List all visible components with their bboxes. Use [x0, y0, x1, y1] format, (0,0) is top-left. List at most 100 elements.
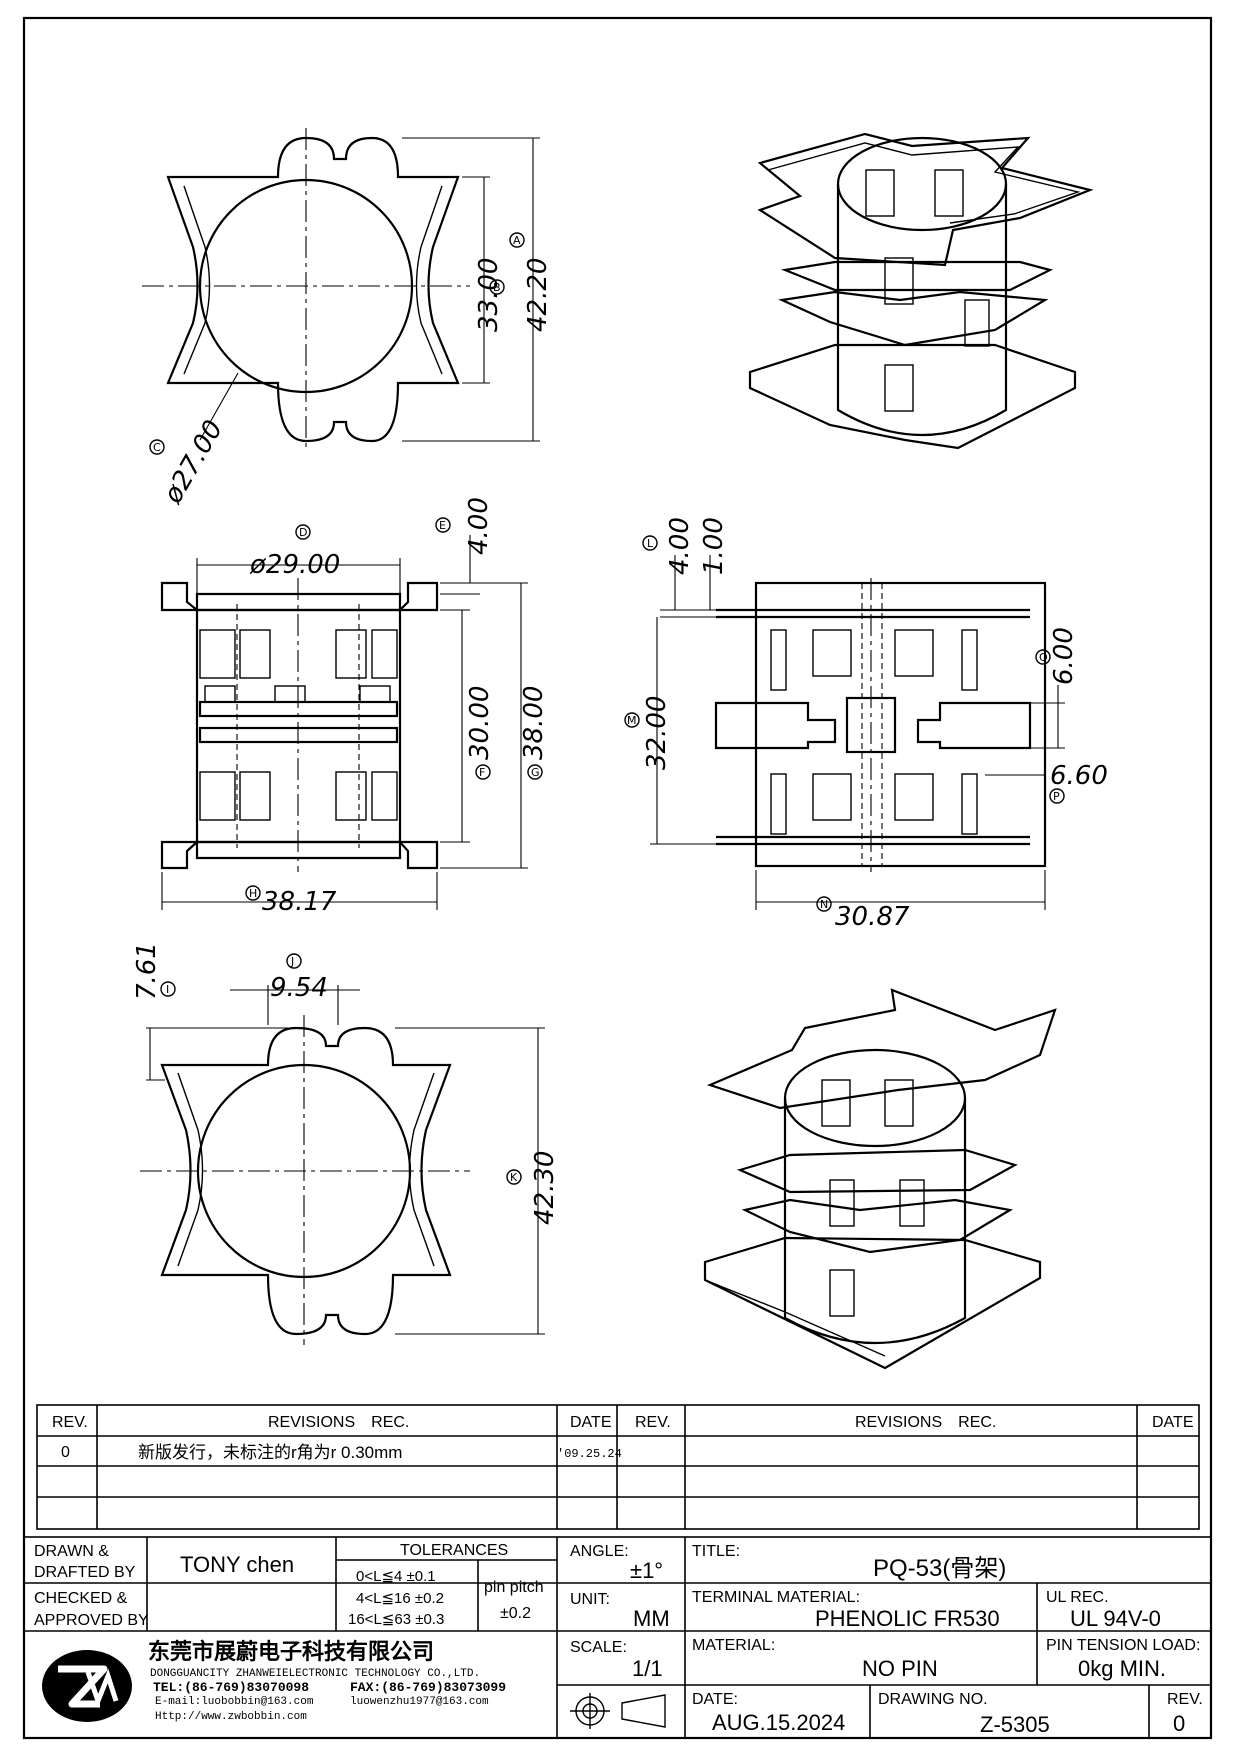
rev-value: 0: [1173, 1711, 1185, 1736]
bubble-c: C: [149, 439, 165, 455]
dim-b-text: 33.00: [474, 258, 504, 332]
drawn-label-1: DRAWN &: [34, 1543, 109, 1560]
isometric-view-bottom: [703, 988, 1057, 1370]
tension-label: PIN TENSION LOAD:: [1046, 1637, 1200, 1654]
company-tel: TEL:(86-769)83070098: [153, 1680, 309, 1695]
angle-label: ANGLE:: [570, 1543, 629, 1560]
tol-row-2: 16<L≦63 ±0.3: [348, 1611, 444, 1628]
svg-text:M: M: [627, 714, 637, 727]
unit-label: UNIT:: [570, 1591, 610, 1608]
date-header-left: DATE: [570, 1414, 611, 1431]
checked-label-2: APPROVED BY: [34, 1612, 149, 1629]
bubble-i: I: [160, 981, 176, 997]
tension-value: 0kg MIN.: [1078, 1656, 1166, 1681]
dim-l1-text: 4.00: [665, 517, 695, 575]
rev-label: REV.: [1167, 1691, 1203, 1708]
bubble-m: M: [624, 712, 640, 728]
svg-text:N: N: [820, 898, 828, 911]
drawing-no-label: DRAWING NO.: [878, 1691, 988, 1708]
isometric-view-top: [748, 132, 1094, 450]
bubble-b: B: [489, 279, 505, 295]
angle-value: ±1°: [630, 1558, 663, 1583]
svg-text:K: K: [510, 1171, 518, 1184]
svg-text:P: P: [1053, 790, 1060, 803]
dim-j-text: 9.54: [270, 973, 328, 1003]
terminal-value: PHENOLIC FR530: [815, 1606, 1000, 1631]
company-name-en: DONGGUANCITY ZHANWEIELECTRONIC TECHNOLOG…: [150, 1668, 480, 1680]
rev-header-right: REV.: [635, 1414, 671, 1431]
rev-header-left: REV.: [52, 1414, 88, 1431]
svg-text:J: J: [290, 955, 294, 968]
dim-e-text: 4.00: [464, 497, 494, 555]
title-value: PQ-53(骨架): [873, 1555, 1006, 1582]
rec-header-right: REVISIONS REC.: [855, 1414, 996, 1431]
company-fax: FAX:(86-769)83073099: [350, 1680, 506, 1695]
scale-label: SCALE:: [570, 1639, 627, 1656]
bubble-h: H: [245, 885, 261, 901]
bubble-o: O: [1035, 649, 1051, 665]
material-value: NO PIN: [862, 1656, 938, 1681]
projection-symbol: [570, 1693, 666, 1729]
dim-a-text: 42.20: [523, 258, 553, 332]
svg-text:D: D: [299, 526, 307, 539]
svg-text:H: H: [249, 887, 257, 900]
svg-text:C: C: [153, 441, 161, 454]
dim-k-text: 42.30: [530, 1151, 560, 1225]
svg-text:L: L: [647, 537, 654, 550]
rec-header-left: REVISIONS REC.: [268, 1414, 409, 1431]
scale-value: 1/1: [632, 1656, 663, 1681]
date-label: DATE:: [692, 1691, 738, 1708]
top-view: 33.00 42.20 ø27.00: [142, 128, 553, 509]
material-label: MATERIAL:: [692, 1637, 775, 1654]
drawn-label-2: DRAFTED BY: [34, 1564, 136, 1581]
svg-text:I: I: [166, 983, 169, 996]
dim-d-text: ø29.00: [249, 550, 340, 580]
tol-row-0: 0<L≦4 ±0.1: [356, 1568, 436, 1585]
date-value: AUG.15.2024: [712, 1710, 845, 1735]
bubble-e: E: [435, 517, 451, 533]
side-view: 4.00 1.00 32.00 6.00 6.60 30.87: [642, 517, 1108, 932]
dim-g-text: 38.00: [519, 686, 549, 760]
title-block: DRAWN & DRAFTED BY TONY chen CHECKED & A…: [23, 1536, 1212, 1739]
svg-text:O: O: [1039, 651, 1048, 664]
company-name-cn: 东莞市展蔚电子科技有限公司: [148, 1639, 434, 1665]
bubbles: A B C D E F G H I J K L M N O P: [149, 232, 1065, 1185]
dim-c-text: ø27.00: [158, 415, 230, 509]
dim-p-text: 6.60: [1050, 761, 1108, 791]
dim-o-text: 6.00: [1049, 627, 1079, 685]
dim-i-text: 7.61: [132, 942, 162, 1000]
bubble-l: L: [642, 535, 658, 551]
drawn-value: TONY chen: [180, 1552, 294, 1577]
bubble-f: F: [475, 764, 491, 780]
bubble-n: N: [816, 896, 832, 912]
dim-f-text: 30.00: [465, 686, 495, 760]
bubble-k: K: [506, 1169, 522, 1185]
tol-row-1: 4<L≦16 ±0.2: [356, 1590, 444, 1607]
bubble-d: D: [295, 524, 311, 540]
date-header-right: DATE: [1152, 1414, 1193, 1431]
ul-label: UL REC.: [1046, 1589, 1109, 1606]
drawing-no-value: Z-5305: [980, 1712, 1050, 1737]
checked-label-1: CHECKED &: [34, 1590, 128, 1607]
company-email: E-mail:luobobbin@163.com: [155, 1696, 314, 1708]
rev-row-0-rec: 新版发行，未标注的r角为r 0.30mm: [138, 1443, 402, 1462]
rev-row-0-date: '09.25.24: [557, 1447, 622, 1461]
rev-row-0-rev: 0: [61, 1444, 70, 1461]
tolerances-label: TOLERANCES: [400, 1542, 508, 1559]
svg-text:B: B: [493, 281, 501, 294]
ul-value: UL 94V-0: [1070, 1606, 1161, 1631]
front-view: ø29.00 4.00 30.00 38.00 38.17: [160, 497, 549, 917]
revisions-table: REV. REVISIONS REC. DATE REV. REVISIONS …: [36, 1404, 1200, 1530]
company-web: Http://www.zwbobbin.com: [155, 1711, 307, 1723]
company-logo: [42, 1650, 132, 1722]
dim-n-text: 30.87: [835, 902, 910, 932]
svg-text:G: G: [531, 766, 540, 779]
title-label: TITLE:: [692, 1543, 740, 1560]
pin-pitch-value: ±0.2: [500, 1605, 531, 1622]
svg-text:A: A: [513, 234, 521, 247]
company-email2: luowenzhu1977@163.com: [350, 1696, 489, 1708]
bubble-a: A: [509, 232, 525, 248]
dim-m-text: 32.00: [642, 696, 672, 770]
terminal-label: TERMINAL MATERIAL:: [692, 1589, 860, 1606]
